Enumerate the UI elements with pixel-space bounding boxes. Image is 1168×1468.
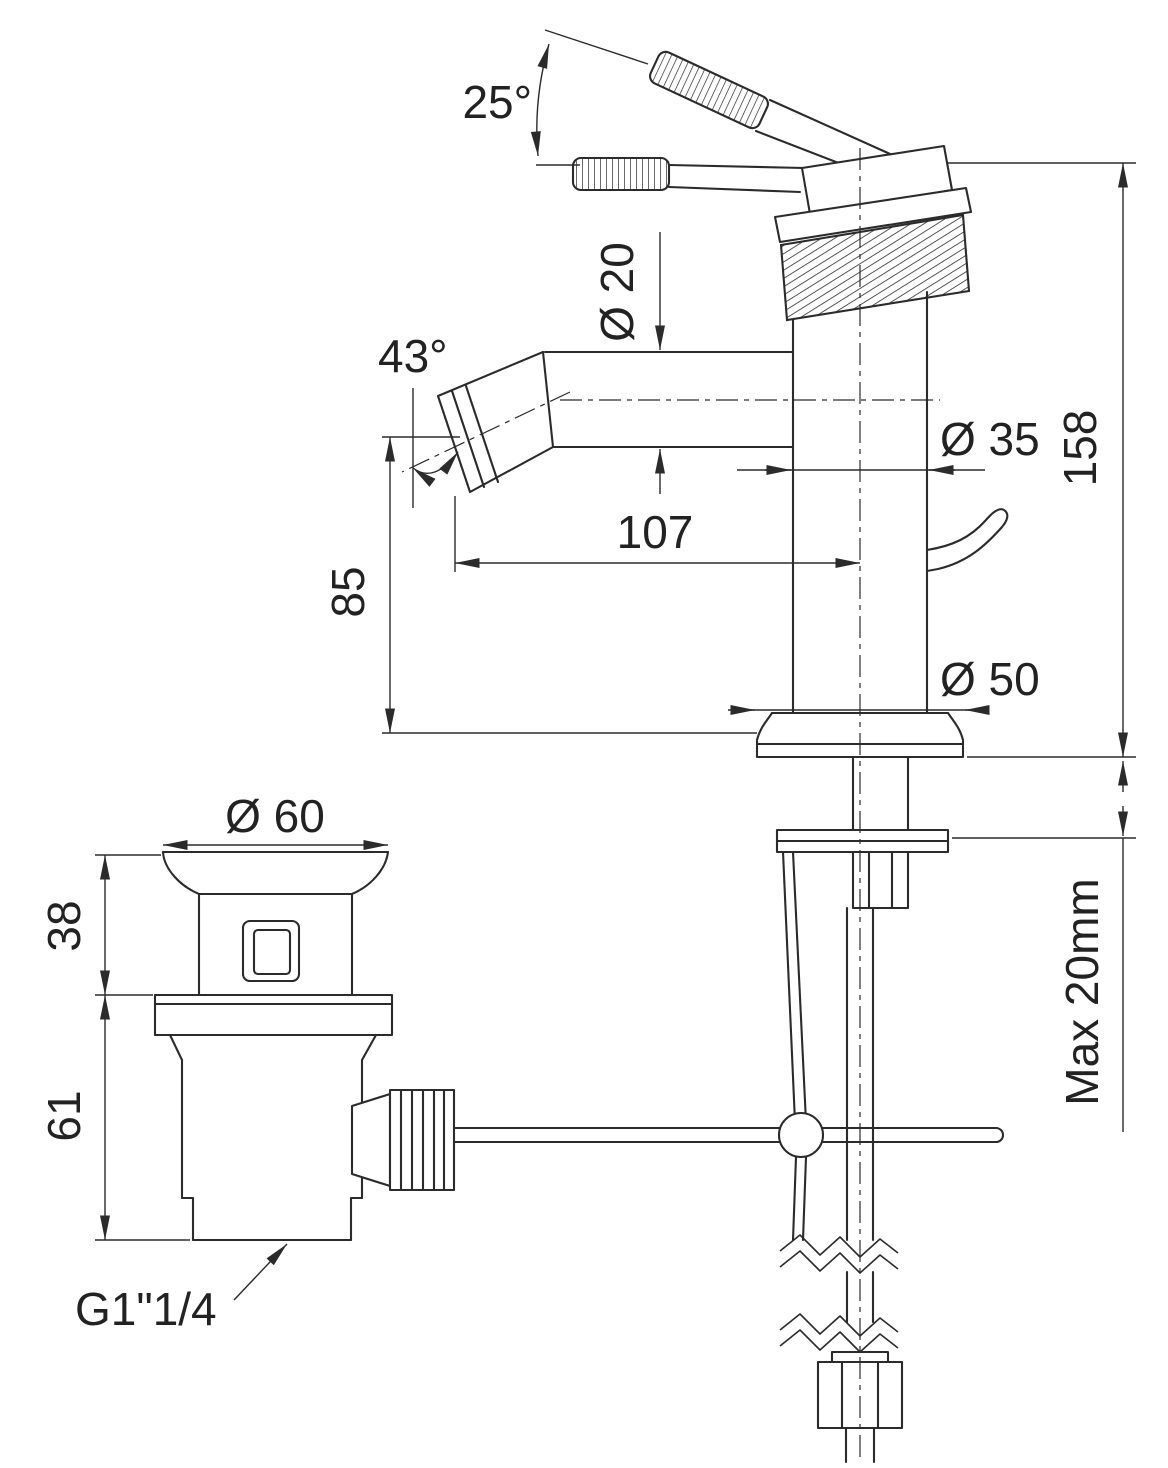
pop-up-rod-horizontal (450, 1126, 1005, 1144)
cartridge-cap (773, 144, 973, 322)
dim-label-waste-flange-diameter: Ø 60 (225, 790, 325, 842)
waste-flange (161, 850, 390, 896)
drain-knob-lever (925, 508, 1009, 573)
dim-label-waste-thread: G1"1/4 (75, 1283, 217, 1335)
waste-mid-flange (153, 993, 394, 1037)
faucet-handle-horizontal (571, 156, 806, 194)
faucet-body (791, 290, 929, 715)
dim-label-handle-angle: 25° (462, 76, 532, 128)
waste-gland-nut (350, 1088, 456, 1192)
nozzle-axis-centerline (401, 391, 571, 473)
dim-label-max-mounting-thickness: Max 20mm (1056, 878, 1108, 1105)
mounting-washer (775, 828, 950, 854)
dim-label-base-diameter: Ø 50 (940, 653, 1040, 705)
threaded-stud (845, 906, 875, 1324)
dimension-lines (95, 29, 1136, 1301)
break-symbol-upper (779, 1234, 899, 1274)
dim-label-spout-reach: 107 (617, 506, 694, 558)
spray-nozzle (436, 350, 555, 494)
break-symbol-lower (779, 1313, 899, 1353)
dim-label-waste-body-height: 61 (38, 1090, 90, 1141)
threaded-shank (851, 755, 910, 832)
mounting-nut (851, 850, 910, 910)
pop-up-rod-vertical (781, 850, 808, 1242)
knurled-collar (779, 213, 971, 322)
dim-label-body-diameter: Ø 35 (940, 413, 1040, 465)
dim-label-waste-top-height: 38 (38, 900, 90, 951)
rod-ball-joint (777, 1111, 825, 1159)
thread-leader-line (233, 1243, 288, 1301)
overflow-slot (241, 919, 301, 983)
dim-label-spout-diameter: Ø 20 (591, 242, 643, 342)
centerlines (401, 148, 940, 1462)
dimension-labels: 25° Ø 20 43° Ø 35 158 107 85 Ø 50 Ø 60 3… (38, 76, 1108, 1335)
dim-label-spout-height: 85 (322, 566, 374, 617)
dim-label-nozzle-angle: 43° (378, 330, 448, 382)
waste-assembly (153, 850, 456, 1242)
dim-label-total-height: 158 (1054, 410, 1106, 487)
faucet-spout (541, 350, 795, 449)
